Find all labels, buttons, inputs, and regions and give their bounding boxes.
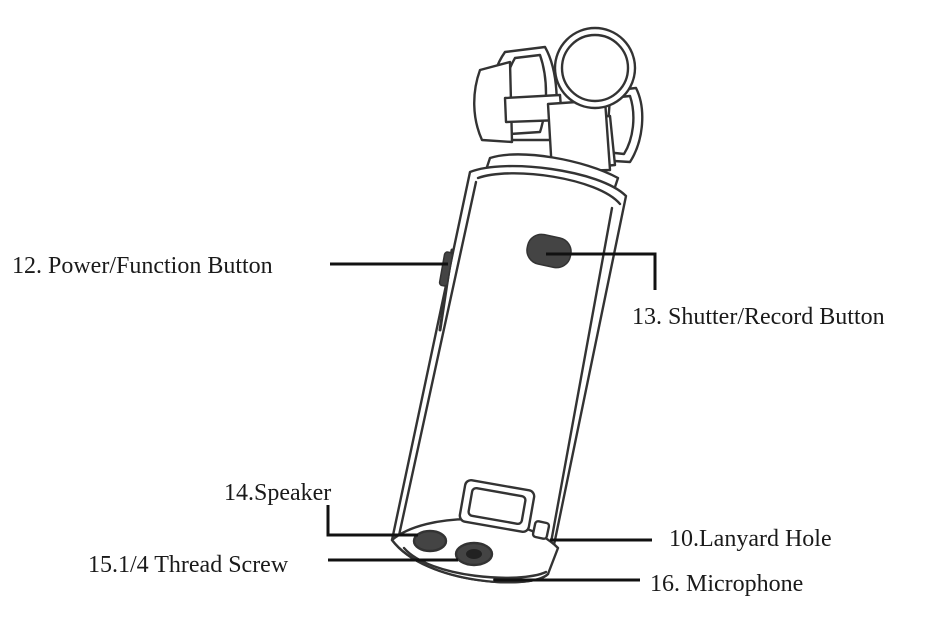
thread-screw-label: 15.1/4 Thread Screw	[88, 552, 289, 578]
lanyard-hole	[531, 520, 551, 540]
shutter-button	[526, 233, 572, 269]
shutter-button-label: 13. Shutter/Record Button	[632, 304, 885, 330]
lens-circle	[553, 26, 637, 110]
lanyard-hole-label: 10.Lanyard Hole	[669, 526, 832, 552]
microphone-label: 16. Microphone	[650, 571, 804, 597]
bottom-window	[458, 478, 536, 534]
power-button-label: 12. Power/Function Button	[12, 253, 273, 279]
speaker-grill	[412, 529, 448, 553]
power-button	[438, 251, 454, 287]
leader-shutter	[546, 252, 657, 290]
camera-gimbal-head	[473, 26, 644, 198]
speaker-label: 14.Speaker	[224, 480, 332, 506]
leader-speaker	[326, 505, 418, 537]
